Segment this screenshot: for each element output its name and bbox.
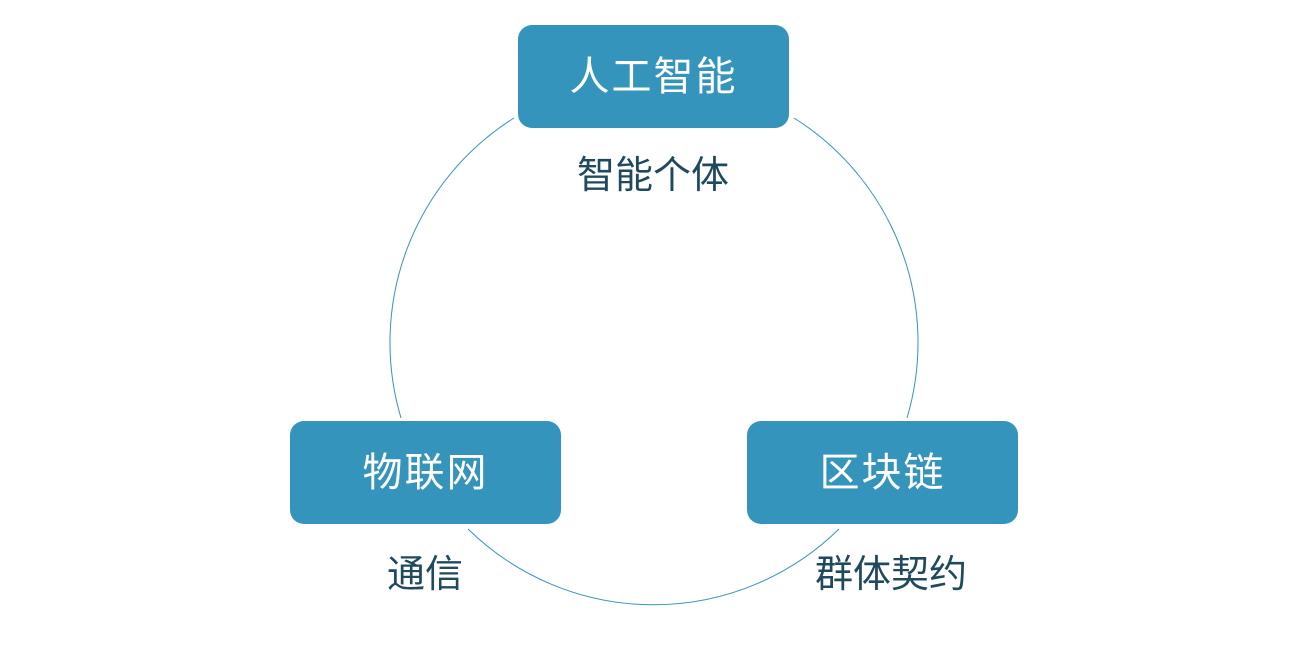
arc-blockchain-to-iot bbox=[467, 528, 840, 606]
node-label-blockchain: 区块链 bbox=[819, 449, 946, 496]
node-blockchain: 区块链 bbox=[747, 421, 1018, 524]
node-artificial-intelligence: 人工智能 bbox=[518, 25, 789, 128]
arc-ai-to-blockchain bbox=[793, 117, 919, 419]
caption-group-contract: 群体契约 bbox=[814, 552, 968, 596]
caption-communication: 通信 bbox=[386, 552, 464, 596]
caption-intelligent-individual: 智能个体 bbox=[576, 153, 730, 197]
node-internet-of-things: 物联网 bbox=[290, 421, 561, 524]
node-label-internet-of-things: 物联网 bbox=[362, 449, 489, 496]
arc-iot-to-ai bbox=[389, 117, 515, 419]
node-label-artificial-intelligence: 人工智能 bbox=[569, 53, 738, 100]
